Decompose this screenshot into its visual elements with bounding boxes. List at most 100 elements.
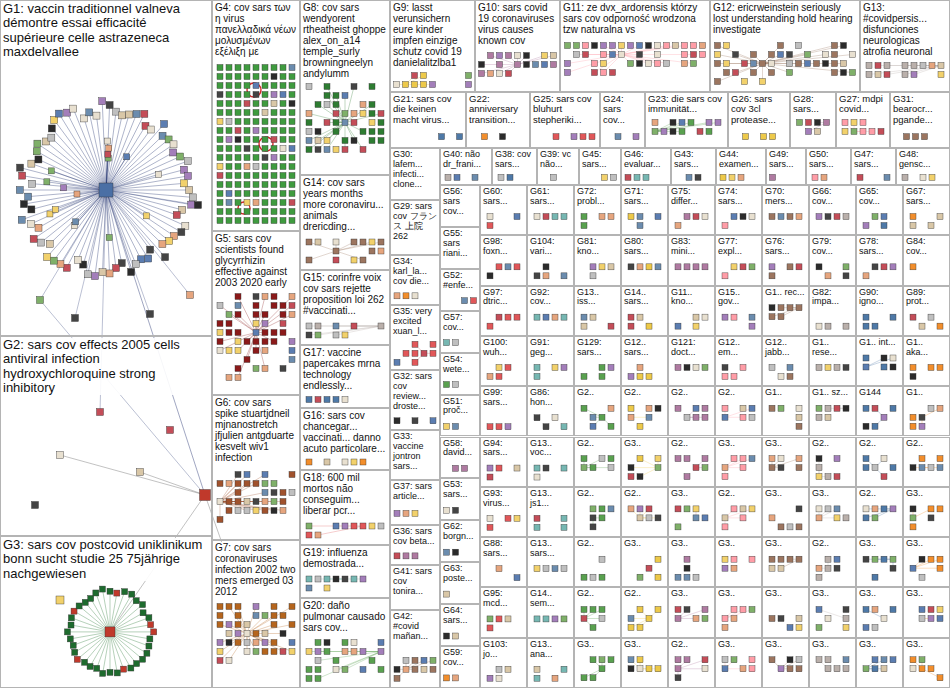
group-box: G81: kno... (574, 235, 621, 285)
vertex-square (637, 606, 643, 612)
vertex-square (360, 147, 366, 153)
vertex-square (851, 119, 857, 125)
vertex-square (351, 120, 357, 126)
vertex-square (919, 465, 925, 471)
edge-line (913, 568, 940, 569)
group-label: G3: sars cov postcovid uniklinikum bonn … (3, 538, 209, 581)
vertex-square (904, 134, 910, 140)
vertex-square (235, 119, 241, 125)
vertex-square (324, 576, 330, 582)
group-box: G29: sars cov フランス 上院 262 (390, 200, 440, 255)
vertex-square (787, 624, 793, 630)
vertex-square (534, 415, 540, 421)
vertex-square (226, 348, 232, 354)
edge-line (106, 190, 182, 210)
vertex-square (271, 83, 277, 89)
vertex-square (166, 237, 173, 244)
vertex-square (217, 218, 223, 224)
vertex-square (271, 65, 277, 71)
vertex-square (271, 218, 277, 224)
group-box: G86: hon... (527, 386, 574, 436)
vertex-square (360, 667, 366, 673)
edge-line (106, 190, 136, 264)
vertex-square (863, 323, 869, 329)
group-label: G94: sars... (483, 439, 524, 459)
group-box: G44: examen... (716, 148, 766, 185)
vertex-square (280, 218, 286, 224)
vertex-square (816, 364, 822, 370)
vertex-square (403, 510, 409, 516)
group-label: G67: sars... (906, 187, 947, 207)
group-label: G144 (859, 388, 881, 398)
vertex-square (226, 146, 232, 152)
vertex-square (253, 92, 259, 98)
vertex-square (740, 405, 746, 411)
group-label: G2.. (577, 489, 594, 499)
vertex-square (608, 323, 614, 329)
vertex-square (453, 675, 459, 681)
vertex-square (505, 264, 511, 270)
vertex-square (134, 661, 140, 667)
vertex-square (289, 128, 295, 134)
vertex-square (271, 110, 277, 116)
vertex-square (534, 515, 540, 521)
edge-line (336, 251, 363, 260)
group-label: G121: doct... (671, 338, 712, 358)
vertex-square (217, 74, 223, 80)
vertex-square (646, 515, 652, 521)
edge-line (38, 159, 106, 190)
vertex-square (722, 273, 728, 279)
vertex-square (816, 606, 822, 612)
group-box: G32: sars cov review... droste... (390, 370, 440, 430)
group-label: G13: #covidpersis... disfunciones neurol… (863, 2, 947, 57)
vertex-square (581, 223, 587, 229)
vertex-square (324, 120, 330, 126)
vertex-square (217, 128, 223, 134)
vertex-square (740, 364, 746, 370)
vertex-square (574, 43, 580, 49)
vertex-square (655, 456, 661, 462)
vertex-square (97, 409, 104, 416)
group-label: G32: sars cov review... droste... (393, 372, 437, 412)
edge-line (327, 123, 345, 150)
vertex-square (70, 105, 77, 112)
edge-line (106, 190, 198, 205)
vertex-square (675, 506, 681, 512)
group-label: G28: sars... (793, 94, 833, 115)
vertex-square (394, 553, 400, 559)
vertex-square (306, 523, 312, 529)
vertex-square (412, 73, 418, 79)
group-box: G94: sars... (480, 437, 527, 487)
vertex-square (453, 507, 459, 513)
vertex-square (457, 134, 463, 140)
edge-line (110, 618, 149, 632)
group-label: G25: sars cov bluhurt stepheriki... (533, 94, 597, 125)
vertex-square (34, 140, 41, 147)
vertex-square (633, 134, 639, 140)
vertex-square (863, 314, 869, 320)
vertex-square (890, 565, 896, 571)
vertex-square (133, 110, 140, 117)
group-box: G40: não dr_frani... (440, 148, 492, 185)
vertex-square (601, 43, 607, 49)
vertex-square (637, 43, 643, 49)
vertex-square (253, 312, 259, 318)
vertex-square (514, 575, 520, 581)
vertex-square (496, 666, 502, 672)
group-box: G104: vari... (527, 235, 574, 285)
edge-line (336, 96, 345, 123)
vertex-square (253, 481, 259, 487)
vertex-square (787, 52, 793, 58)
vertex-square (534, 314, 540, 320)
vertex-square (740, 414, 746, 420)
vertex-square (235, 366, 241, 372)
vertex-square (235, 490, 241, 496)
vertex-square (132, 261, 139, 268)
vertex-square (561, 364, 567, 370)
vertex-square (796, 43, 802, 49)
vertex-square (253, 101, 259, 107)
vertex-square (881, 556, 887, 562)
vertex-square (217, 119, 223, 125)
group-box: G14.. sars... (621, 286, 668, 336)
edge-line (110, 632, 124, 669)
